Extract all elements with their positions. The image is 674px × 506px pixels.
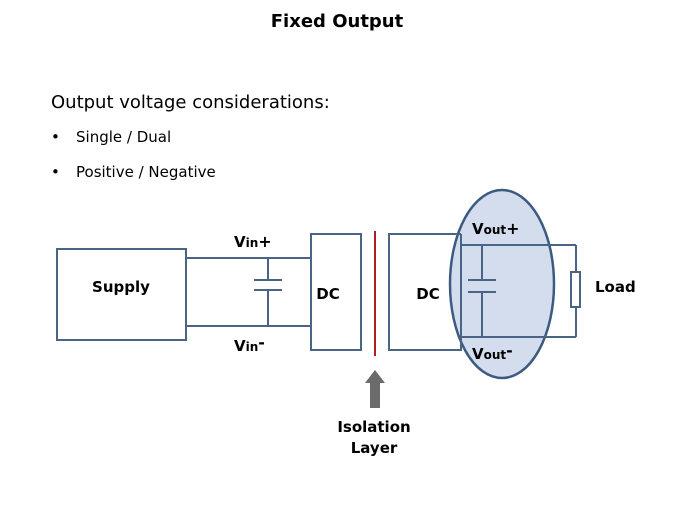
supply-label: Supply — [92, 278, 150, 296]
vout-minus-label: Vout- — [472, 341, 513, 363]
vin-plus-label: Vin+ — [234, 232, 272, 251]
section-heading: Output voltage considerations: — [51, 92, 330, 113]
load-label: Load — [595, 278, 636, 296]
output-capacitor-icon — [468, 245, 496, 337]
bullet-text: Single / Dual — [76, 128, 172, 146]
resistor-icon — [570, 271, 581, 308]
dc-output-label: DC — [416, 285, 439, 303]
vout-plus-label: Vout+ — [472, 219, 520, 238]
bullet-list: • Single / Dual • Positive / Negative — [51, 128, 216, 198]
bullet-item: • Positive / Negative — [51, 163, 216, 198]
input-capacitor-icon — [254, 258, 282, 326]
output-highlight-ellipse — [448, 188, 556, 380]
supply-box — [56, 248, 187, 341]
slide-title: Fixed Output — [270, 11, 404, 32]
bullet-icon: • — [51, 163, 60, 181]
dc-input-box — [310, 233, 362, 351]
bullet-item: • Single / Dual — [51, 128, 216, 163]
isolation-label-line1: Isolation — [337, 418, 410, 436]
vin-minus-label: Vin- — [234, 333, 265, 355]
isolation-label-line2: Layer — [351, 439, 398, 457]
bullet-icon: • — [51, 128, 60, 146]
arrow-up-icon — [365, 370, 385, 408]
bullet-text: Positive / Negative — [76, 163, 216, 181]
dc-input-label: DC — [316, 285, 339, 303]
